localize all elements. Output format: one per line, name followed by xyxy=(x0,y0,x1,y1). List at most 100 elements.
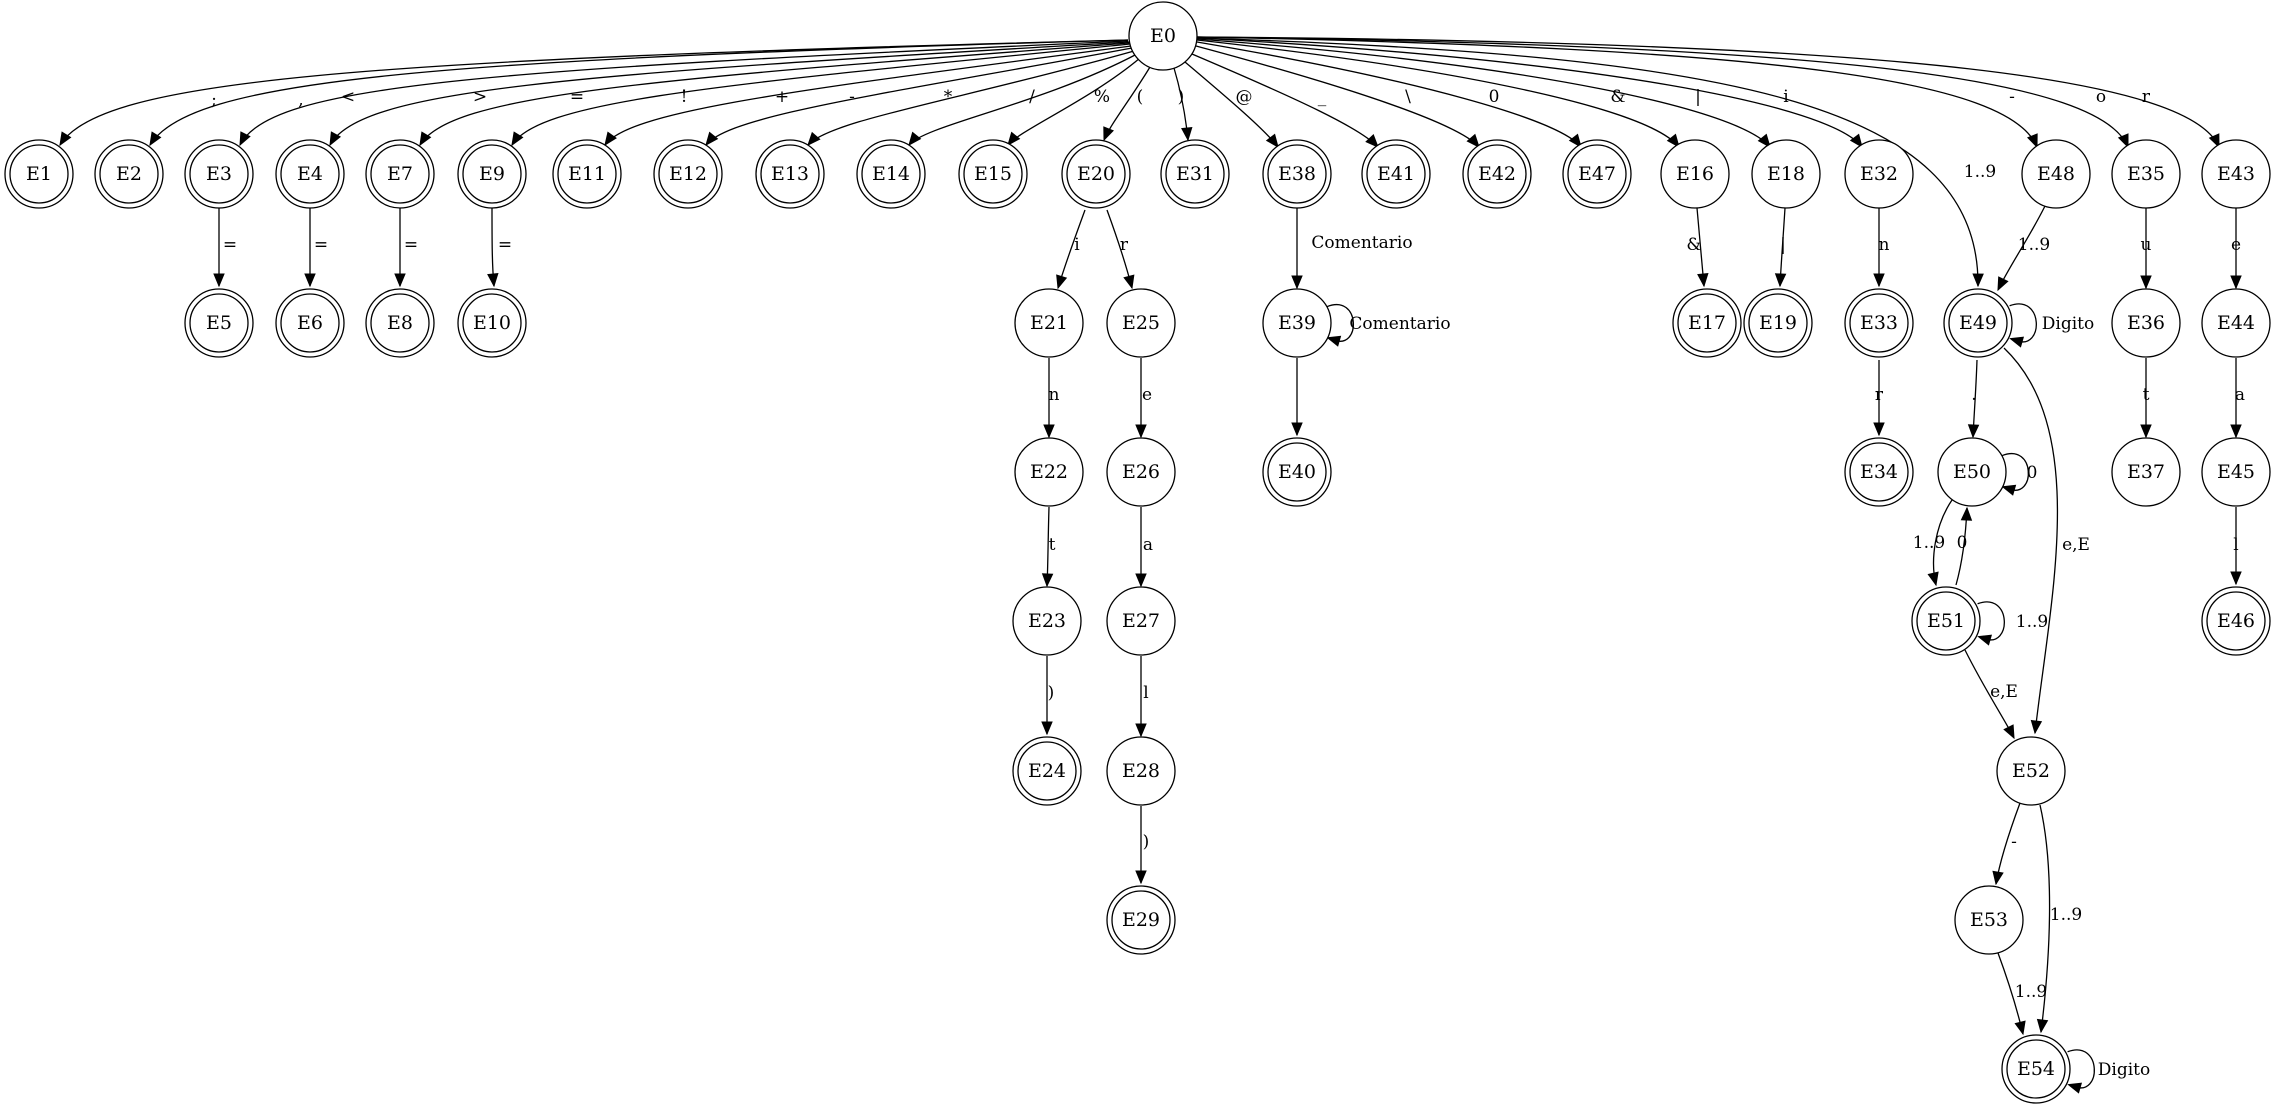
state-e39: E39 xyxy=(1262,288,1332,358)
transition-path xyxy=(1007,57,1141,146)
arrowhead xyxy=(1977,634,1993,646)
accepting-state-ring xyxy=(658,144,718,204)
state-e36: E36 xyxy=(2111,288,2181,358)
state-label: E0 xyxy=(1150,25,1176,47)
transition-path xyxy=(239,40,1129,146)
state-e20: E20 xyxy=(1061,139,1131,209)
transition-label: & xyxy=(1610,87,1625,107)
transition-label: * xyxy=(944,87,953,107)
state-e47: E47 xyxy=(1562,139,1632,209)
transition-label: ) xyxy=(1143,832,1150,852)
transition-label: 0 xyxy=(2027,463,2038,483)
state-label: E42 xyxy=(1478,163,1516,185)
accepting-state-ring xyxy=(1567,144,1627,204)
transition-label: = xyxy=(314,235,328,255)
arrowhead xyxy=(394,273,406,288)
transition-label: 1..9 xyxy=(2018,235,2050,255)
state-e7: E7 xyxy=(365,139,435,209)
transition-e0-to-e49 xyxy=(1196,37,1984,288)
transition-path xyxy=(419,42,1130,146)
state-e46: E46 xyxy=(2201,586,2271,656)
transition-e36-to-e37 xyxy=(2140,357,2152,439)
transition-label: u xyxy=(2141,235,2152,255)
transition-path xyxy=(1184,61,1279,148)
state-e43: E43 xyxy=(2201,139,2271,209)
transition-label: e,E xyxy=(1990,682,2018,702)
arrowhead xyxy=(1291,275,1303,290)
state-circle xyxy=(1954,885,2024,955)
arrowhead xyxy=(239,131,251,147)
state-label: E32 xyxy=(1860,163,1898,185)
arrowhead xyxy=(2208,133,2220,149)
accepting-state-ring xyxy=(1165,144,1225,204)
state-e13: E13 xyxy=(755,139,825,209)
state-label: E51 xyxy=(1927,610,1965,632)
state-e3: E3 xyxy=(184,139,254,209)
accepting-state-ring xyxy=(963,144,1023,204)
transition-path xyxy=(1196,41,1582,148)
state-label: E15 xyxy=(974,163,1012,185)
transition-label: = xyxy=(404,235,418,255)
state-circle xyxy=(2201,288,2271,358)
state-label: E29 xyxy=(1122,909,1160,931)
transition-path xyxy=(604,45,1132,146)
transition-label: 1..9 xyxy=(2050,905,2082,925)
state-e0: E0 xyxy=(1128,1,1198,71)
state-circle xyxy=(2201,437,2271,507)
accepting-state-ring xyxy=(9,144,69,204)
state-e48: E48 xyxy=(2021,139,2091,209)
arrowhead xyxy=(1466,133,1480,148)
transition-path xyxy=(1191,53,1379,148)
state-label: E44 xyxy=(2217,312,2255,334)
state-e52: E52 xyxy=(1996,736,2066,806)
arrowhead xyxy=(1997,276,2009,292)
transition-e7-to-e8 xyxy=(394,208,406,288)
state-label: E48 xyxy=(2037,163,2075,185)
state-circle xyxy=(1106,437,1176,507)
transition-label: , xyxy=(298,90,303,110)
accepting-state-ring xyxy=(1916,591,1976,651)
state-e31: E31 xyxy=(1160,139,1230,209)
accepting-state-ring xyxy=(462,293,522,353)
arrowhead xyxy=(1041,721,1053,736)
transition-e0-to-e42 xyxy=(1195,45,1480,148)
state-e26: E26 xyxy=(1106,437,1176,507)
transition-label: i xyxy=(1074,235,1080,255)
transition-label: ( xyxy=(1137,87,1144,107)
arrowhead xyxy=(1326,335,1342,347)
transition-label: - xyxy=(2009,87,2015,107)
transition-e49-to-e52 xyxy=(2003,347,2059,735)
transition-label: r xyxy=(1120,235,1129,255)
arrowhead xyxy=(149,131,162,147)
arrowhead xyxy=(1135,723,1147,738)
transition-e0-to-e3 xyxy=(239,40,1129,147)
transition-e20-to-e21 xyxy=(1056,209,1086,290)
state-e8: E8 xyxy=(365,288,435,358)
state-e18: E18 xyxy=(1751,139,1821,209)
arrowhead xyxy=(2140,424,2152,439)
transition-e0-to-e32 xyxy=(1196,37,1863,149)
state-circle xyxy=(1262,288,1332,358)
arrowhead xyxy=(1103,126,1114,142)
arrowhead xyxy=(1666,133,1680,149)
state-label: E16 xyxy=(1676,163,1714,185)
state-circle xyxy=(1660,139,1730,209)
transition-path xyxy=(1196,36,2129,148)
accepting-state-ring xyxy=(557,144,617,204)
state-label: E46 xyxy=(2217,610,2255,632)
transition-e39-to-e40 xyxy=(1291,358,1303,437)
arrowhead xyxy=(908,131,922,147)
transition-path xyxy=(2039,804,2051,1033)
accepting-state-ring xyxy=(2006,1039,2066,1099)
state-e54: E54 xyxy=(2001,1034,2071,1104)
transition-e23-to-e24 xyxy=(1041,656,1053,736)
transition-e0-to-e47 xyxy=(1196,41,1582,149)
arrowhead xyxy=(419,131,432,147)
state-e40: E40 xyxy=(1262,437,1332,507)
transition-e51-to-e50 xyxy=(1955,506,1973,586)
state-label: E25 xyxy=(1122,312,1160,334)
transition-label: @ xyxy=(1236,87,1253,107)
state-label: E38 xyxy=(1278,163,1316,185)
arrowhead xyxy=(59,131,72,147)
state-label: E24 xyxy=(1028,760,1066,782)
